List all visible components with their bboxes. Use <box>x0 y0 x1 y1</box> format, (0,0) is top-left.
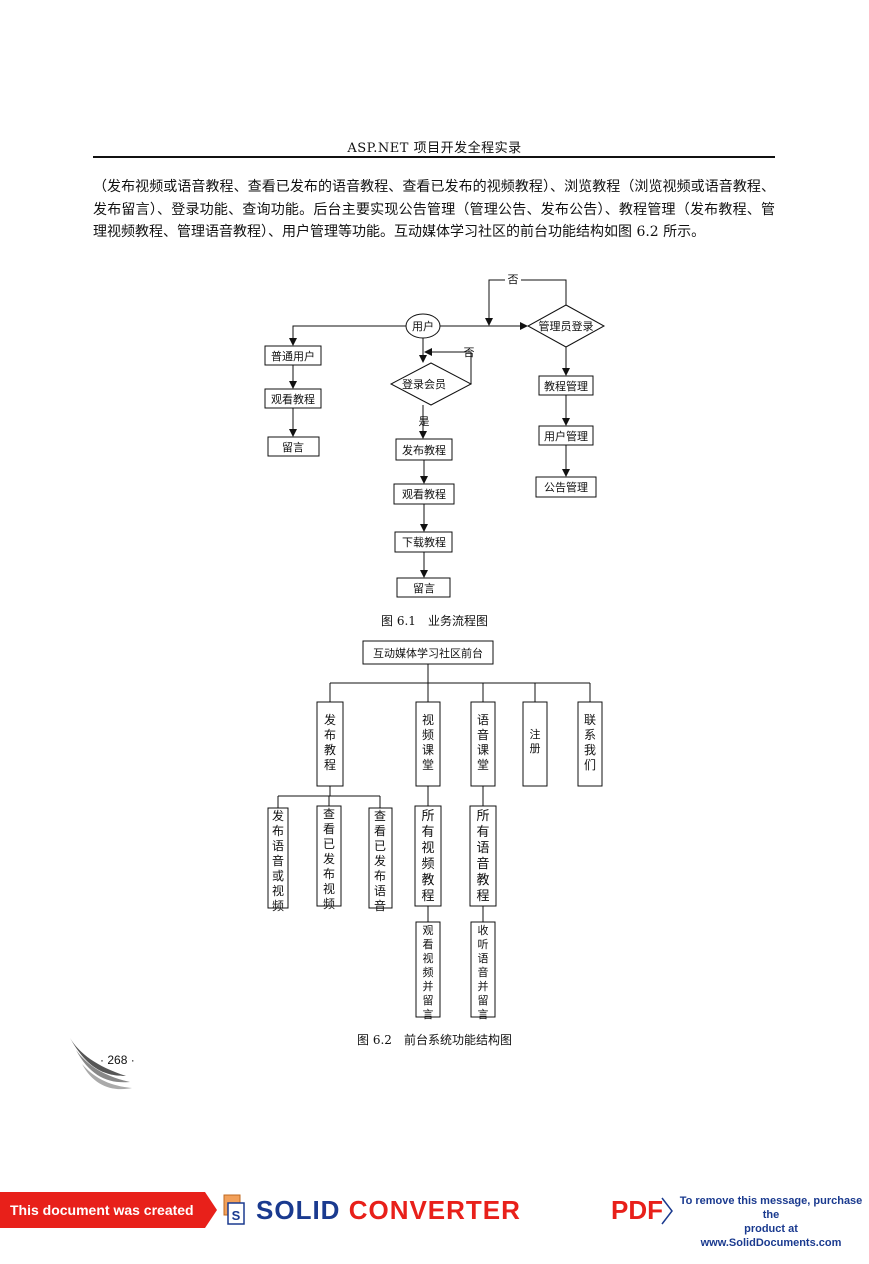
banner-right-line2: product at www.SolidDocuments.com <box>700 1223 842 1249</box>
audio-child-2-label: 收听语音并留言 <box>478 923 489 1021</box>
figure-6-1-flowchart: 用户 管理员登录 登录会员 普通用户 观看教程 留言 发布教程 观看教程 下载教… <box>264 272 606 598</box>
node-member-login-shape <box>389 362 473 406</box>
banner-brand: SOLID CONVERTER <box>256 1194 521 1226</box>
node-normal-user-label: 普通用户 <box>271 349 315 363</box>
video-child-2-label: 观看视频并留言 <box>423 924 434 1021</box>
node-admin-login-label: 管理员登录 <box>539 319 594 333</box>
l1-box-register <box>522 701 548 787</box>
publish-child-2-box <box>316 805 342 907</box>
edge-label-no-mid: 否 <box>464 346 475 359</box>
l1-label-video: 视频课堂 <box>422 712 434 772</box>
figure-6-1-caption: 图 6.1 业务流程图 <box>381 614 488 628</box>
l1-box-publish <box>316 701 344 787</box>
node-comment-2-shape <box>396 577 451 598</box>
node-comment-1-label: 留言 <box>282 441 304 454</box>
audio-child-1-label: 所有语音教程 <box>476 809 489 904</box>
banner-right-line1: To remove this message, purchase the <box>679 1195 863 1221</box>
banner-purchase-link[interactable]: To remove this message, purchase the pro… <box>676 1194 866 1250</box>
audio-child-2-box <box>470 921 496 1018</box>
body-text: （发布视频或语音教程、查看已发布的语音教程、查看已发布的视频教程）、浏览教程（浏… <box>93 176 775 244</box>
node-notice-mgmt-shape <box>535 476 597 498</box>
video-child-1-label: 所有视频教程 <box>421 809 434 904</box>
node-watch-2-label: 观看教程 <box>402 487 446 501</box>
wing-ornament-icon <box>70 1038 132 1090</box>
solid-logo-icon: S <box>223 1194 245 1225</box>
publish-child-1-box <box>267 807 289 909</box>
brand-pdf: PDF <box>611 1195 663 1225</box>
banner-left-text: This document was created using <box>0 1192 205 1254</box>
video-child-1-box <box>414 805 442 907</box>
node-comment-1-shape <box>267 436 320 457</box>
node-notice-mgmt-label: 公告管理 <box>544 480 588 494</box>
banner-arrow-icon <box>205 1192 217 1228</box>
node-publish-label: 发布教程 <box>402 443 446 457</box>
node-member-login-label: 登录会员 <box>402 377 446 391</box>
figure-6-2-caption: 图 6.2 前台系统功能结构图 <box>357 1033 512 1047</box>
publish-child-2-label: 查看已发布视频 <box>323 807 335 911</box>
node-user-label: 用户 <box>412 319 434 333</box>
edge-label-no-top: 否 <box>508 273 519 286</box>
node-watch-1-label: 观看教程 <box>271 392 315 406</box>
l1-box-video <box>415 701 441 787</box>
l1-box-contact <box>577 701 603 787</box>
publish-child-3-label: 查看已发布语音 <box>374 809 386 913</box>
video-child-2-box <box>415 921 441 1018</box>
body-paragraph: （发布视频或语音教程、查看已发布的语音教程、查看已发布的视频教程）、浏览教程（浏… <box>93 179 775 240</box>
running-header: ASP.NET 项目开发全程实录 <box>347 141 522 156</box>
root-label: 互动媒体学习社区前台 <box>373 646 483 660</box>
node-user-mgmt-label: 用户管理 <box>544 429 588 443</box>
chevron-right-icon <box>661 1197 673 1225</box>
l1-label-register: 注册 <box>530 727 541 755</box>
page-number: · 268 · <box>100 1053 135 1067</box>
audio-child-1-box <box>469 805 497 907</box>
node-download-label: 下载教程 <box>402 536 446 549</box>
publish-child-3-box <box>368 807 393 909</box>
publish-child-1-label: 发布语音或视频 <box>272 808 284 913</box>
l1-label-contact: 联系我们 <box>584 713 596 772</box>
svg-text:S: S <box>232 1208 241 1223</box>
brand-converter: CONVERTER <box>348 1195 521 1225</box>
brand-solid: SOLID <box>256 1195 341 1225</box>
l1-label-audio: 语音课堂 <box>477 713 489 772</box>
page-number-value: 268 <box>107 1053 128 1067</box>
header-rule <box>93 156 775 158</box>
l1-label-publish: 发布教程 <box>324 712 336 772</box>
l1-box-audio <box>470 701 496 787</box>
node-comment-2-label: 留言 <box>413 582 435 595</box>
edge-label-yes: 是 <box>419 415 430 428</box>
node-tutorial-mgmt-label: 教程管理 <box>544 379 588 393</box>
